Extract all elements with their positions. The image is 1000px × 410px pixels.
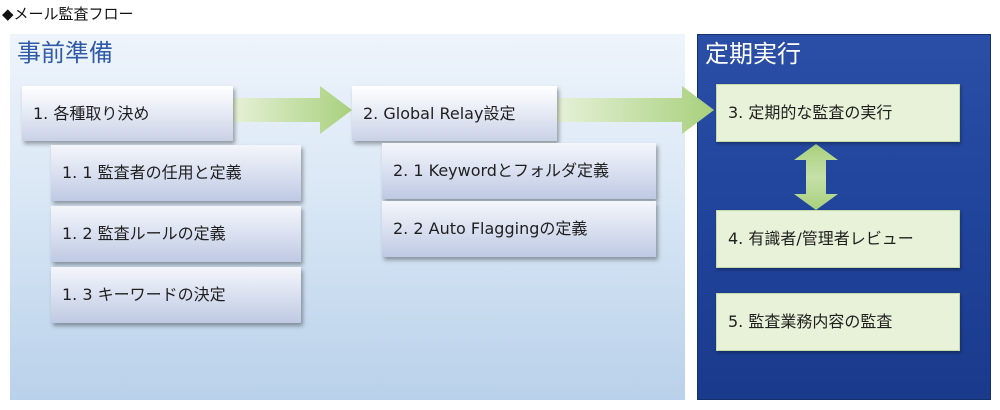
step-1-box: 1. 各種取り決め [22, 86, 233, 141]
step-3-box: 3. 定期的な監査の実行 [716, 84, 960, 142]
substep-1-2-box: 1. 2 監査ルールの定義 [51, 206, 301, 262]
step-2-label: 2. Global Relay設定 [363, 103, 516, 123]
substep-2-1-box: 2. 1 Keywordとフォルダ定義 [382, 143, 656, 199]
substep-2-2-box: 2. 2 Auto Flaggingの定義 [382, 201, 656, 257]
step-4-box: 4. 有識者/管理者レビュー [716, 210, 960, 268]
substep-2-1-label: 2. 1 Keywordとフォルダ定義 [393, 161, 609, 180]
substep-1-3-box: 1. 3 キーワードの決定 [51, 267, 301, 323]
step-1-label: 1. 各種取り決め [33, 103, 150, 123]
step-2-box: 2. Global Relay設定 [352, 86, 557, 141]
step-4-label: 4. 有識者/管理者レビュー [728, 229, 914, 248]
step-5-label: 5. 監査業務内容の監査 [728, 312, 893, 331]
substep-1-1-box: 1. 1 監査者の任用と定義 [51, 145, 301, 201]
run-phase-title: 定期実行 [705, 40, 801, 68]
step-3-label: 3. 定期的な監査の実行 [728, 103, 893, 122]
substep-1-1-label: 1. 1 監査者の任用と定義 [62, 163, 242, 182]
step-5-box: 5. 監査業務内容の監査 [716, 293, 960, 351]
prep-phase-title: 事前準備 [17, 39, 113, 67]
substep-1-2-label: 1. 2 監査ルールの定義 [62, 224, 226, 243]
substep-1-3-label: 1. 3 キーワードの決定 [62, 285, 226, 304]
diagram-title: ◆メール監査フロー [2, 5, 134, 23]
substep-2-2-label: 2. 2 Auto Flaggingの定義 [393, 219, 588, 238]
